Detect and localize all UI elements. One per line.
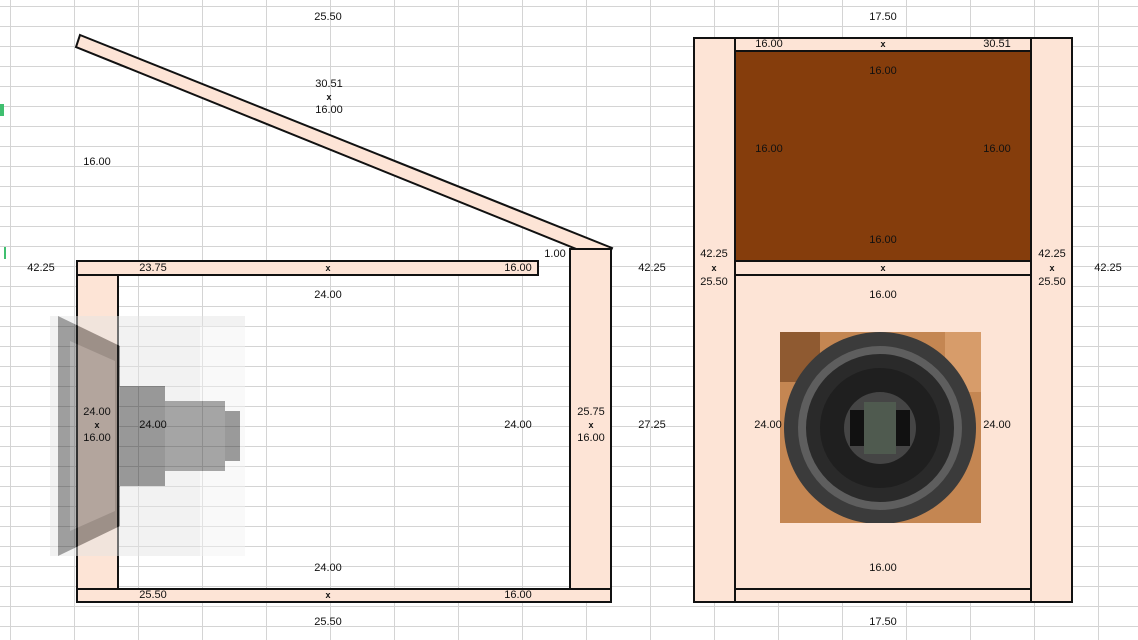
front-top-width-label: 17.50	[869, 11, 897, 23]
side-view-top-board[interactable]	[76, 260, 539, 276]
side-view-bottom-board[interactable]	[76, 588, 612, 603]
baffle-bottom-label: 16.00	[869, 562, 897, 574]
roof-gap-label: 1.00	[544, 248, 566, 260]
bottom-board-sep: x	[325, 590, 331, 600]
port-right-label: 16.00	[983, 143, 1011, 155]
side-view-left-board[interactable]	[76, 274, 119, 590]
left-board-a-label: 24.00	[83, 406, 111, 418]
baffle-top-label: 16.00	[869, 289, 897, 301]
side-height-label: 16.00	[83, 156, 111, 168]
front-shelf-sep: x	[880, 263, 886, 273]
front-left-side-a-label: 42.25	[700, 248, 728, 260]
baffle-left-label: 24.00	[754, 419, 782, 431]
side-top-width-label: 25.50	[314, 11, 342, 23]
side-inner-bottom-label: 24.00	[314, 562, 342, 574]
front-right-total-label: 42.25	[1094, 262, 1122, 274]
left-board-b-label: 16.00	[83, 432, 111, 444]
front-top-board-right-label: 30.51	[983, 38, 1011, 50]
side-inner-left-label: 24.00	[139, 419, 167, 431]
roof-dim-b-label: 16.00	[315, 104, 343, 116]
speaker-side-photo	[50, 316, 245, 556]
roof-dim-sep: x	[326, 92, 332, 102]
front-top-board-left-label: 16.00	[755, 38, 783, 50]
side-right-total-label: 42.25	[638, 262, 666, 274]
port-top-label: 16.00	[869, 65, 897, 77]
roof-dim-a-label: 30.51	[315, 78, 343, 90]
front-bottom-board[interactable]	[734, 588, 1032, 603]
front-top-board-sep: x	[880, 39, 886, 49]
left-board-sep: x	[94, 420, 100, 430]
port-bottom-label: 16.00	[869, 234, 897, 246]
side-left-total-label: 42.25	[27, 262, 55, 274]
front-right-side-board[interactable]	[1030, 37, 1073, 603]
right-board-b-label: 16.00	[577, 432, 605, 444]
top-board-right-label: 16.00	[504, 262, 532, 274]
right-board-sep: x	[588, 420, 594, 430]
side-inner-top-label: 24.00	[314, 289, 342, 301]
speaker-front-photo	[780, 332, 981, 523]
baffle-right-label: 24.00	[983, 419, 1011, 431]
front-left-side-b-label: 25.50	[700, 276, 728, 288]
front-right-side-sep: x	[1049, 263, 1055, 273]
top-board-sep: x	[325, 263, 331, 273]
top-board-left-label: 23.75	[139, 262, 167, 274]
cell-cursor-marker	[4, 247, 6, 259]
bottom-board-left-label: 25.50	[139, 589, 167, 601]
front-left-side-board[interactable]	[693, 37, 736, 603]
side-inner-right-label: 24.00	[504, 419, 532, 431]
side-bottom-width-label: 25.50	[314, 616, 342, 628]
right-board-a-label: 25.75	[577, 406, 605, 418]
port-left-label: 16.00	[755, 143, 783, 155]
front-bottom-width-label: 17.50	[869, 616, 897, 628]
row-selection-marker	[0, 104, 4, 116]
front-right-side-a-label: 42.25	[1038, 248, 1066, 260]
front-left-side-sep: x	[711, 263, 717, 273]
front-port-opening[interactable]	[734, 50, 1032, 262]
side-right-height-label: 27.25	[638, 419, 666, 431]
front-right-side-b-label: 25.50	[1038, 276, 1066, 288]
bottom-board-right-label: 16.00	[504, 589, 532, 601]
